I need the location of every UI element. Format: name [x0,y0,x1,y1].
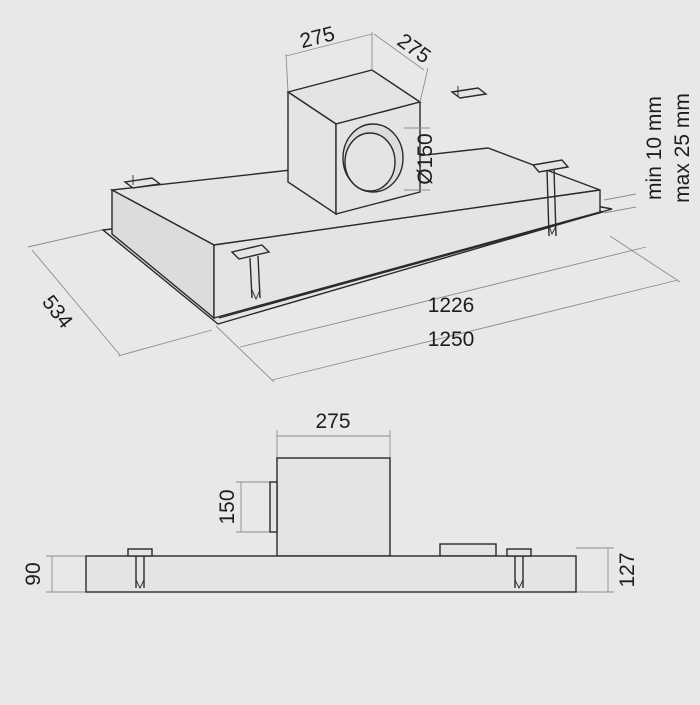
iso-outlet-diameter-label: Ø150 [414,133,437,184]
side-duct-box [276,457,391,557]
side-top-bump [439,543,497,557]
side-body [85,555,577,593]
panel-max-label: max 25 mm [671,93,694,203]
iso-duct-width-label: 275 [298,22,338,53]
side-total-height-label: 127 [616,552,639,587]
dimension-outlet-height [236,481,270,533]
dimension-body-height [46,555,86,593]
clamp-front [230,244,271,301]
bracket-top-right [450,86,488,99]
dimension-side-width [276,430,391,458]
dimension-total-height [576,547,614,593]
dimension-depth [27,229,213,357]
side-clamp-left [127,548,153,590]
side-duct-width-label: 275 [315,410,350,433]
side-clamp-right [506,548,532,590]
side-view: 275 150 90 127 [22,410,639,593]
duct-box [286,69,422,216]
body-front [213,189,601,319]
panel-min-label: min 10 mm [643,96,666,200]
dimension-length [215,235,681,383]
iso-inner-length-label: 1226 [428,294,475,317]
dimension-duct [285,32,430,191]
isometric-view: 275 275 Ø150 1226 1250 534 min 10 mm max… [27,22,694,383]
iso-outer-length-label: 1250 [428,328,475,351]
side-outlet [269,481,278,533]
side-outlet-height-label: 150 [216,489,239,524]
outlet-inner [344,132,396,192]
clamp-right [531,159,570,237]
bracket-top-left [123,175,162,189]
side-body-height-label: 90 [22,562,45,585]
iso-duct-depth-label: 275 [393,29,435,68]
dimension-panel [603,193,637,214]
